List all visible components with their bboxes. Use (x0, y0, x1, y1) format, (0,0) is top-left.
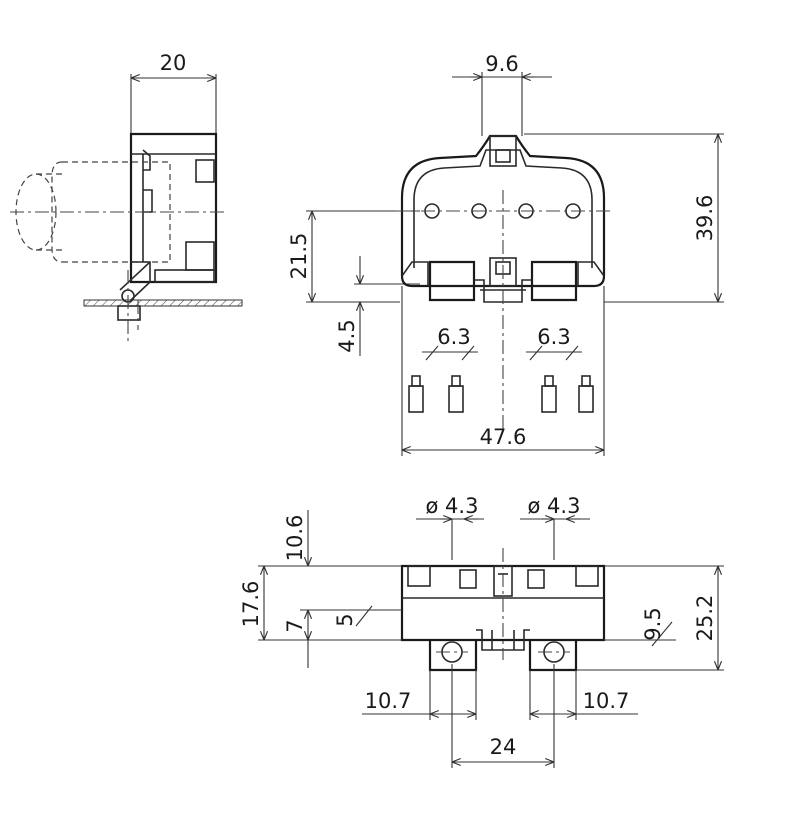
bottom-dim-10-7-left-label: 10.7 (365, 689, 412, 713)
front-height-label: 39.6 (693, 195, 717, 242)
bottom-dim-17-6-label: 17.6 (239, 581, 263, 628)
bottom-dim-10-7-right-label: 10.7 (583, 689, 630, 713)
front-base-offset-label: 4.5 (335, 319, 359, 352)
side-width-label: 20 (160, 51, 187, 75)
bottom-dim-5-label: 5 (333, 613, 357, 626)
front-view: 9.6 39.6 21.5 4.5 (287, 52, 724, 456)
front-pin-pitch-left-label: 6.3 (437, 325, 470, 349)
side-view: 20 (10, 51, 243, 342)
bottom-dim-24-label: 24 (490, 735, 517, 759)
pin-contacts (408, 375, 594, 413)
bottom-hole-right-label: ø 4.3 (528, 494, 581, 518)
bottom-dim-7-label: 7 (283, 619, 307, 632)
front-top-width-label: 9.6 (485, 52, 518, 76)
bottom-hole-left-label: ø 4.3 (426, 494, 479, 518)
front-pin-pitch-right-label: 6.3 (537, 325, 570, 349)
front-pin-height-label: 21.5 (287, 233, 311, 280)
bottom-dim-10-6-label: 10.6 (283, 515, 307, 562)
bottom-view: ø 4.3 ø 4.3 10.6 17.6 (239, 494, 724, 768)
front-total-width-label: 47.6 (480, 425, 527, 449)
bottom-dim-9-5-label: 9.5 (641, 607, 665, 640)
bottom-dim-25-2-label: 25.2 (693, 595, 717, 642)
